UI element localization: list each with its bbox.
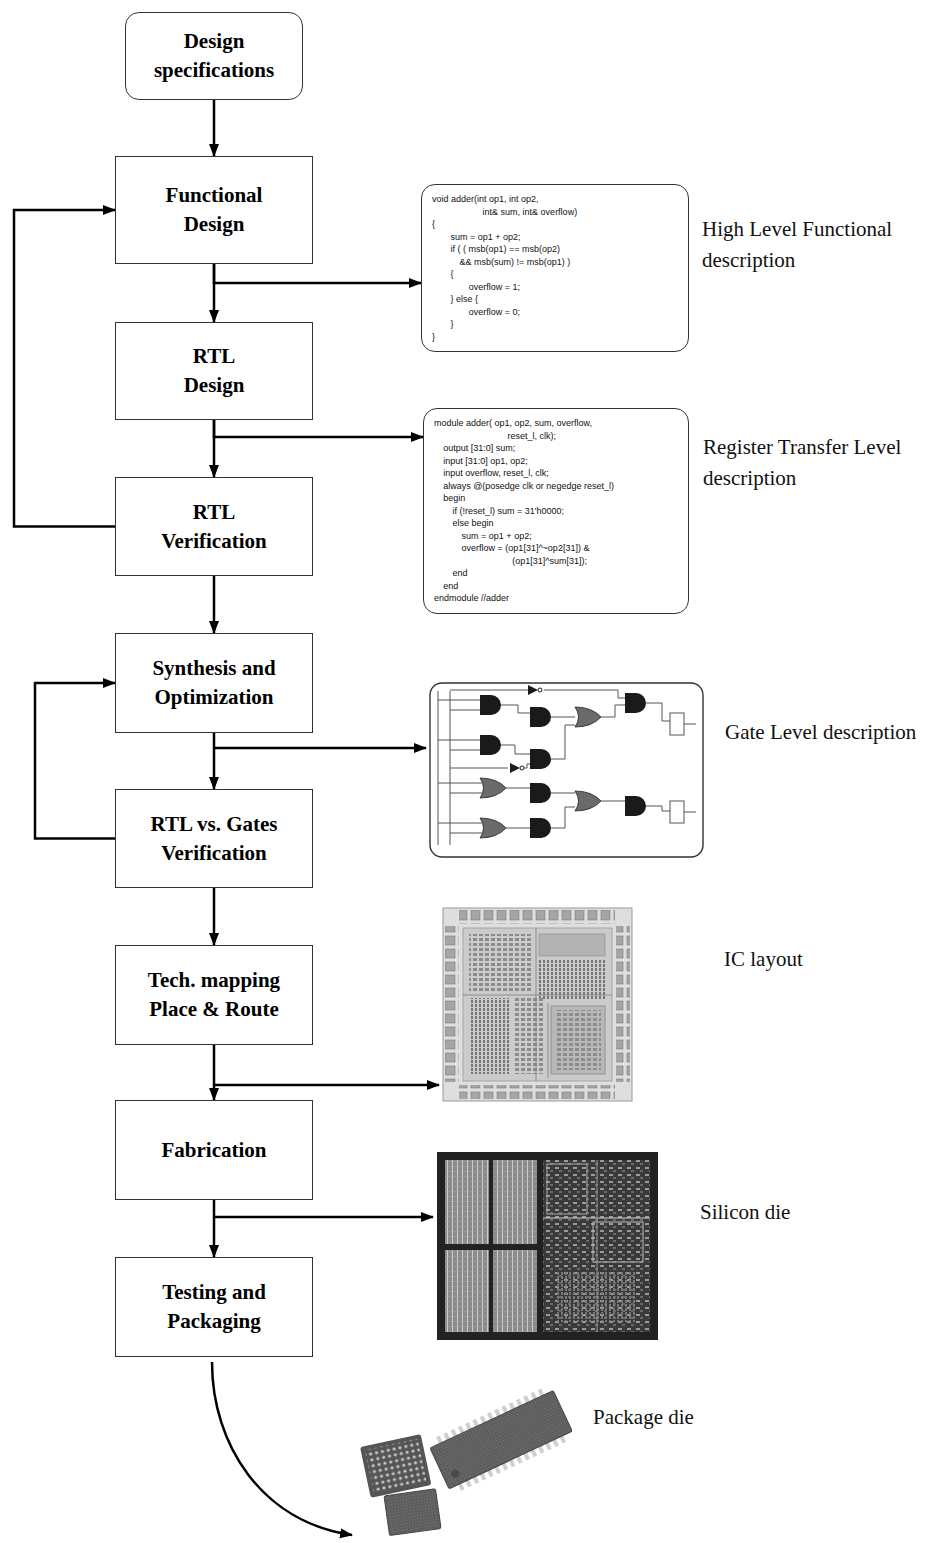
code-line: end [434,580,458,593]
code-line: reset_l, clk); [434,430,556,443]
stage-label: Register Transfer Level description [703,432,929,494]
code-line: { [432,268,453,281]
box-label: Functional Design [139,181,289,239]
start-box: Design specifications [125,12,303,100]
stage-label: High Level Functional description [702,214,928,276]
code-line: overflow = 1; [432,281,520,294]
code-line: void adder(int op1, int op2, [432,193,539,206]
stage-label: Gate Level description [725,717,925,748]
code-line: if ( ( msb(op1) == msb(op2) [432,243,560,256]
process-box: Tech. mapping Place & Route [115,945,313,1045]
code-line: int& sum, int& overflow) [432,206,577,219]
code-line: && msb(sum) != msb(op1) ) [432,256,570,269]
code-line: input overflow, reset_l, clk; [434,467,549,480]
box-label: Synthesis and Optimization [139,654,289,712]
box-label: Fabrication [162,1136,267,1165]
code-line: overflow = (op1[31]^~op2[31]) & [434,542,589,555]
code-line: output [31:0] sum; [434,442,515,455]
code-line: if (!reset_l) sum = 31'h0000; [434,505,564,518]
flow-arrow [214,264,421,283]
flow-arrow [213,733,216,789]
box-label: Design specifications [139,27,289,85]
feedback-arrow [14,210,115,527]
process-box: RTL vs. Gates Verification [115,789,313,888]
box-label: Testing and Packaging [139,1278,289,1336]
code-line: overflow = 0; [432,306,520,319]
box-label: Tech. mapping Place & Route [139,966,289,1024]
code-line: endmodule //adder [434,592,509,605]
box-label: RTL Design [169,342,259,400]
stage-label: Package die [593,1402,793,1433]
code-line: } else { [432,293,478,306]
flow-arrow [213,1200,216,1257]
code-line: always @(posedge clk or negedge reset_l) [434,480,614,493]
code-line: (op1[31]^sum[31]); [434,555,587,568]
process-box: Fabrication [115,1100,313,1200]
flow-arrow [213,576,216,633]
box-label: RTL vs. Gates Verification [147,810,282,868]
code-line: } [432,331,435,344]
package-images [360,1384,575,1535]
silicon-die-image [437,1152,658,1340]
flow-arrow [214,420,423,437]
code-line: begin [434,492,465,505]
stage-label: IC layout [724,944,904,975]
code-box: module adder( op1, op2, sum, overflow,re… [423,408,689,614]
gate-level-schematic [430,683,703,857]
flow-arrow [213,888,216,945]
ic-layout-image [443,908,632,1101]
box-label: RTL Verification [152,498,277,556]
process-box: Testing and Packaging [115,1257,313,1357]
code-box: void adder(int op1, int op2,int& sum, in… [421,184,689,352]
code-line: } [432,318,453,331]
code-line: sum = op1 + op2; [434,530,532,543]
code-line: end [434,567,467,580]
stage-label: Silicon die [700,1197,900,1228]
feedback-arrow [35,683,115,839]
code-line: input [31:0] op1, op2; [434,455,528,468]
code-line: sum = op1 + op2; [432,231,520,244]
process-box: Functional Design [115,156,313,264]
flow-arrow [213,1045,216,1100]
code-line: module adder( op1, op2, sum, overflow, [434,417,592,430]
process-box: RTL Verification [115,477,313,576]
process-box: RTL Design [115,322,313,420]
code-line: else begin [434,517,493,530]
process-box: Synthesis and Optimization [115,633,313,733]
flow-arrow [213,100,216,156]
code-line: { [432,218,435,231]
